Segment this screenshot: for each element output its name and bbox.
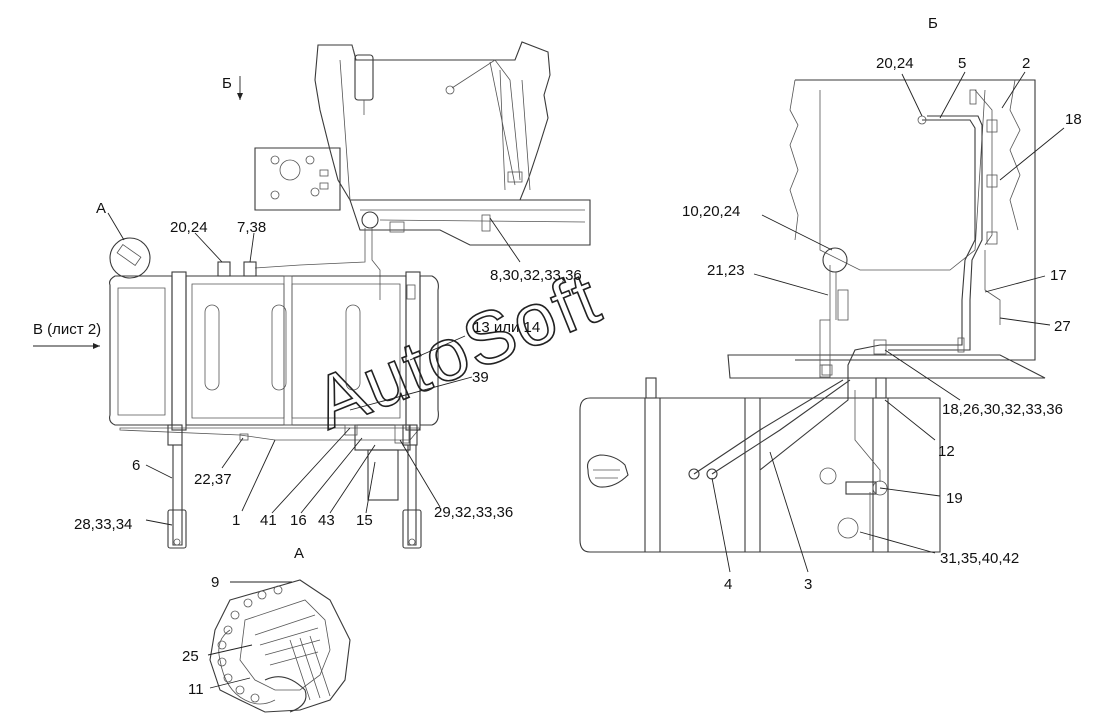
view-v-reference: В (лист 2) [33, 321, 101, 338]
label-8-30-32-33-36: 8,30,32,33,36 [490, 267, 582, 284]
label-3: 3 [804, 576, 812, 593]
label-16: 16 [290, 512, 307, 529]
label-29-32-33-36: 29,32,33,36 [434, 504, 513, 521]
view-v-arrow [33, 343, 100, 349]
label-41: 41 [260, 512, 277, 529]
label-6: 6 [132, 457, 140, 474]
detail-a-callout-label: А [96, 200, 106, 217]
label-22-37: 22,37 [194, 471, 232, 488]
filter-bracket-assembly [254, 41, 591, 300]
label-13-or-14: 13 или 14 [473, 319, 540, 336]
label-7-38: 7,38 [237, 219, 266, 236]
label-21-23: 21,23 [707, 262, 745, 279]
detail-a-filler-neck [209, 579, 351, 713]
view-b-arrow-label: Б [222, 75, 232, 92]
label-27: 27 [1054, 318, 1071, 335]
label-10-20-24: 10,20,24 [682, 203, 740, 220]
view-b-frame [727, 79, 1046, 471]
label-39: 39 [472, 369, 489, 386]
label-17: 17 [1050, 267, 1067, 284]
label-28-33-34: 28,33,34 [74, 516, 132, 533]
leader-lines [107, 71, 1065, 689]
label-43: 43 [318, 512, 335, 529]
label-18-26-30-32-33-36: 18,26,30,32,33,36 [942, 401, 1063, 418]
label-20-24-right: 20,24 [876, 55, 914, 72]
view-b-fuel-tank-top [579, 377, 941, 553]
label-20-24-left: 20,24 [170, 219, 208, 236]
label-9: 9 [211, 574, 219, 591]
label-31-35-40-42: 31,35,40,42 [940, 550, 1019, 567]
view-b-title: Б [928, 15, 938, 32]
label-1: 1 [232, 512, 240, 529]
label-11: 11 [188, 681, 204, 698]
label-2: 2 [1022, 55, 1030, 72]
label-12: 12 [938, 443, 955, 460]
label-5: 5 [958, 55, 966, 72]
label-18: 18 [1065, 111, 1082, 128]
detail-a-title: А [294, 545, 304, 562]
label-19: 19 [946, 490, 963, 507]
fuel-tank-front-view [109, 237, 439, 549]
label-25: 25 [182, 648, 199, 665]
label-4: 4 [724, 576, 732, 593]
label-15: 15 [356, 512, 373, 529]
